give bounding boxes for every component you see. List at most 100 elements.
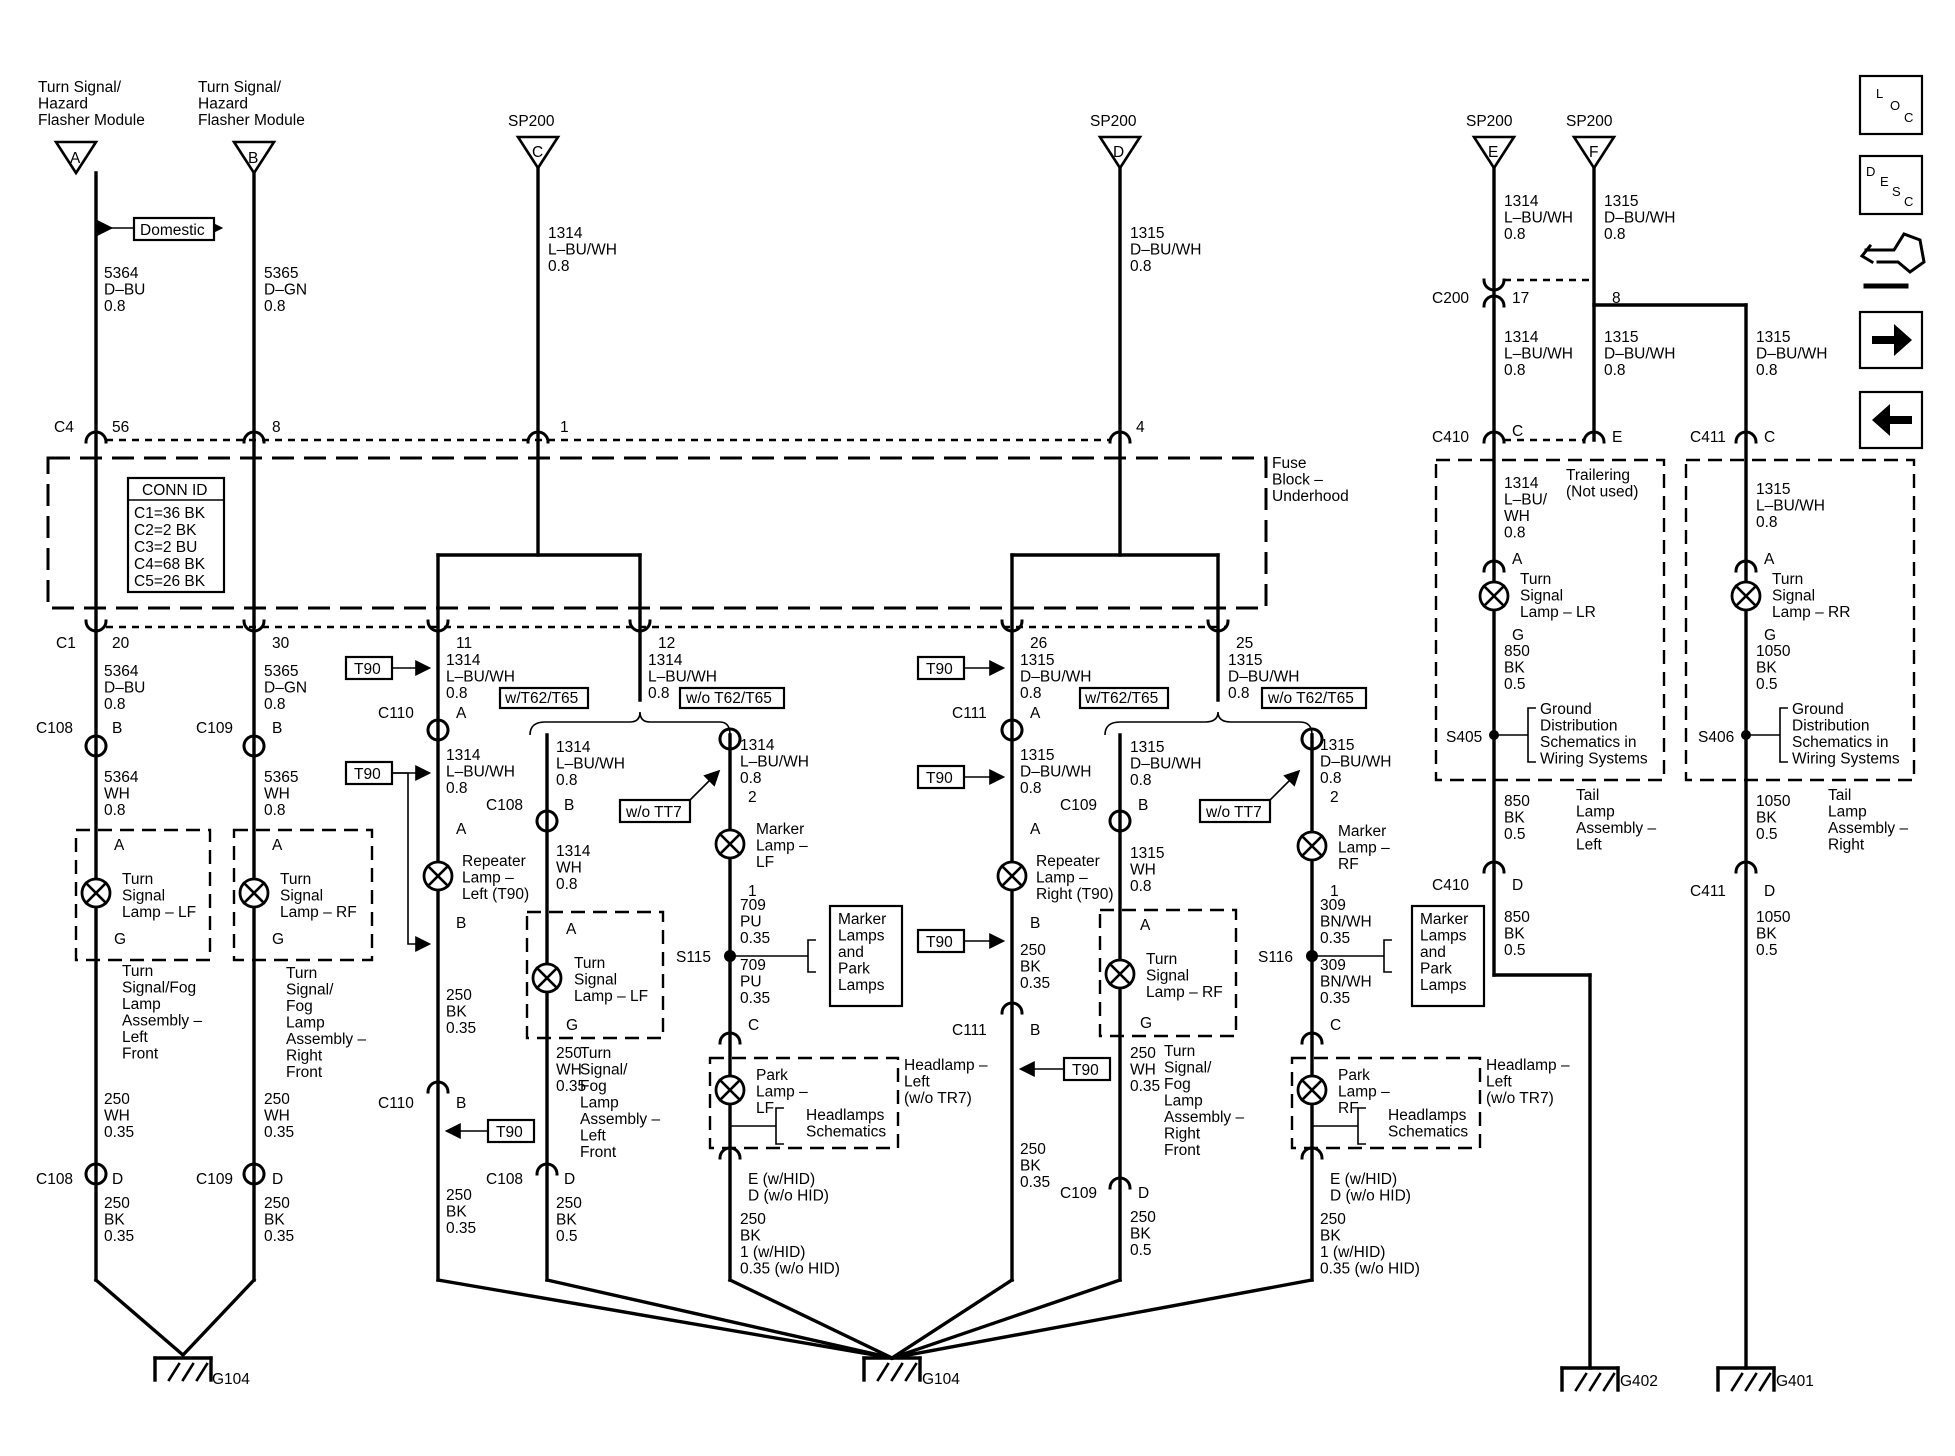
repeater-lamp-right-icon	[996, 860, 1028, 892]
svg-text:A: A	[272, 837, 283, 854]
sp200-c-label: SP200	[508, 113, 555, 130]
ground-g402-icon	[1560, 1366, 1620, 1392]
conn-id-c1: C1=36 BK	[134, 505, 206, 522]
loc-button[interactable]: LOC	[1858, 74, 1924, 136]
sp200-f-label: SP200	[1566, 113, 1613, 130]
ground-g104-center-icon	[862, 1356, 922, 1382]
conn-id-title: CONN ID	[142, 482, 207, 499]
svg-text:C410: C410	[1432, 429, 1469, 446]
svg-text:T90: T90	[926, 770, 953, 787]
svg-text:G: G	[272, 931, 284, 948]
park-lamp-rf-box	[1290, 1056, 1482, 1150]
next-arrow-button[interactable]	[1858, 310, 1924, 370]
ground-g401-icon	[1716, 1366, 1776, 1392]
t90-tags: T90 T90 T90 T90 T90 T90 T90	[344, 655, 1112, 1144]
svg-text:G: G	[1512, 627, 1524, 644]
svg-text:C110: C110	[378, 1095, 414, 1112]
s406-label: S406	[1698, 729, 1734, 746]
svg-text:A: A	[1764, 551, 1775, 568]
svg-text:C108: C108	[486, 797, 523, 814]
svg-text:C: C	[1764, 429, 1775, 446]
connector-view-button[interactable]	[1859, 232, 1926, 289]
svg-text:A: A	[1512, 551, 1523, 568]
svg-text:B: B	[112, 720, 122, 737]
s115-label: S115	[676, 949, 711, 966]
c1-pin-26: 26	[1030, 635, 1047, 652]
sp200-e-triangle	[1471, 135, 1517, 171]
turn-lamp-rf-fog-box	[1098, 908, 1238, 1038]
domestic-box	[132, 216, 216, 242]
svg-text:B: B	[1138, 797, 1148, 814]
svg-text:G: G	[1140, 1015, 1152, 1032]
trailer-left-box	[1434, 458, 1666, 782]
ground-g401-label: G401	[1776, 1373, 1814, 1390]
svg-text:C110: C110	[378, 705, 414, 722]
marker-lamp-rf-icon	[1296, 830, 1328, 862]
svg-text:B: B	[456, 915, 466, 932]
tag-w-t62-left	[498, 686, 590, 710]
svg-text:8: 8	[1612, 290, 1621, 307]
svg-text:2: 2	[1330, 789, 1339, 806]
flasher-pin-a-label: A	[70, 150, 81, 167]
turn-lamp-lf-front-icon	[80, 877, 112, 909]
svg-text:T90: T90	[926, 934, 953, 951]
conn-id-c5: C5=26 BK	[134, 573, 206, 590]
conn-id-c3: C3=2 BU	[134, 539, 197, 556]
flasher-pin-b-label: B	[248, 150, 258, 167]
svg-text:C111: C111	[952, 705, 987, 722]
wire-lines	[93, 166, 1748, 1370]
svg-text:T90: T90	[354, 766, 381, 783]
svg-text:D: D	[564, 1171, 575, 1188]
svg-text:C111: C111	[952, 1022, 987, 1039]
tag-wo-tt7-right-text: w/o TT7	[1205, 804, 1262, 821]
sp200-d-label: SP200	[1090, 113, 1137, 130]
tag-wo-t62-right	[1260, 686, 1368, 710]
svg-text:A: A	[1140, 917, 1151, 934]
svg-text:E (w/HID)D (w/o HID): E (w/HID)D (w/o HID)	[748, 1171, 829, 1205]
conn-id-box	[126, 476, 226, 594]
svg-text:C200: C200	[1432, 290, 1469, 307]
svg-text:C109: C109	[1060, 797, 1097, 814]
sp200-f-triangle	[1571, 135, 1617, 171]
svg-text:A: A	[114, 837, 125, 854]
svg-text:A: A	[456, 821, 467, 838]
svg-text:D: D	[112, 1171, 123, 1188]
previous-arrow-button[interactable]	[1858, 390, 1924, 450]
